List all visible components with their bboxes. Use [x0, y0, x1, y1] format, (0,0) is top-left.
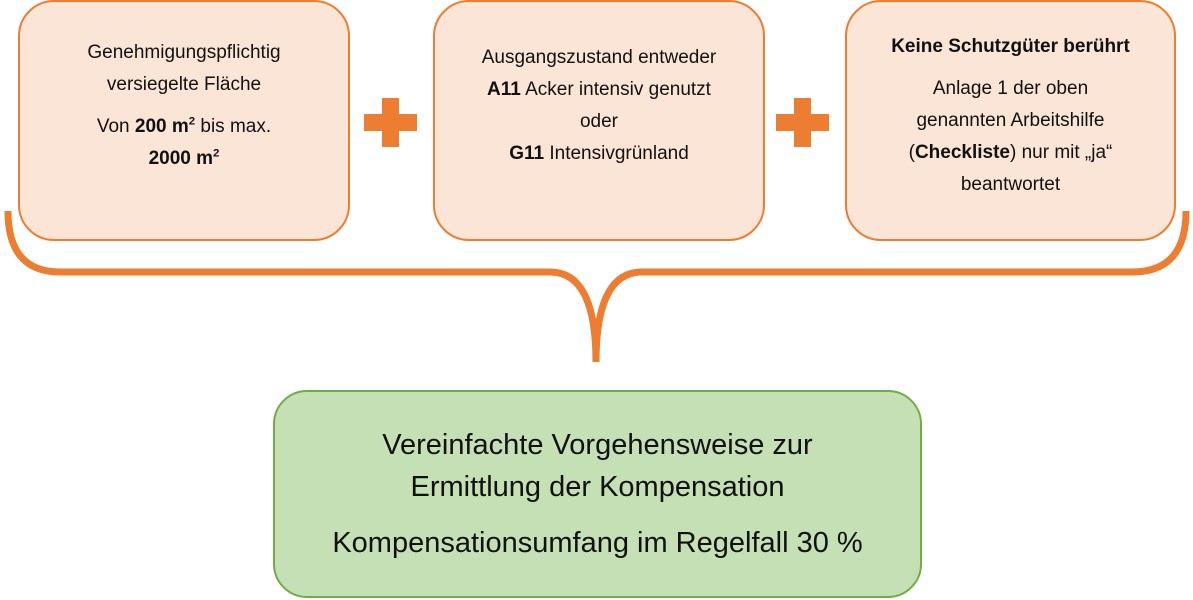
box-text: Anlage 1 der oben [932, 77, 1089, 99]
box-text: genannten Arbeitshilfe [916, 109, 1105, 131]
box-text: ) nur mit „ja“ [1009, 141, 1113, 163]
box-text: oder [579, 110, 619, 132]
box-text: Von [96, 115, 135, 137]
box-text: beantwortet [960, 173, 1061, 195]
biotope-code: A11 [487, 78, 521, 100]
result-box: Vereinfachte Vorgehensweise zur Ermittlu… [273, 390, 922, 598]
box-text: versiegelte Fläche [106, 73, 262, 95]
checklist-label: Checkliste [914, 141, 1010, 163]
box-title: Keine Schutzgüter berührt [891, 35, 1130, 57]
box-text: Genehmigungspflichtig [87, 41, 281, 63]
plus-icon [776, 98, 829, 147]
box-text: Acker intensiv genutzt [520, 78, 711, 100]
condition-box-protected-goods: Keine Schutzgüter berührt Anlage 1 der o… [845, 0, 1176, 241]
superscript: 2 [213, 147, 220, 160]
result-title-line: Ermittlung der Kompensation [410, 471, 785, 503]
compensation-rate: Kompensationsumfang im Regelfall 30 % [332, 527, 863, 559]
max-area: 2000 m [148, 147, 214, 169]
superscript: 2 [188, 115, 196, 128]
box-text: Ausgangszustand entweder [481, 46, 717, 68]
min-area: 200 m [134, 115, 189, 137]
box-text: Intensivgrünland [544, 142, 689, 164]
box-text: bis max. [195, 115, 272, 137]
biotope-code: G11 [509, 142, 545, 164]
plus-icon [364, 98, 417, 147]
box-text: ( [908, 141, 915, 163]
result-title-line: Vereinfachte Vorgehensweise zur [382, 429, 813, 461]
